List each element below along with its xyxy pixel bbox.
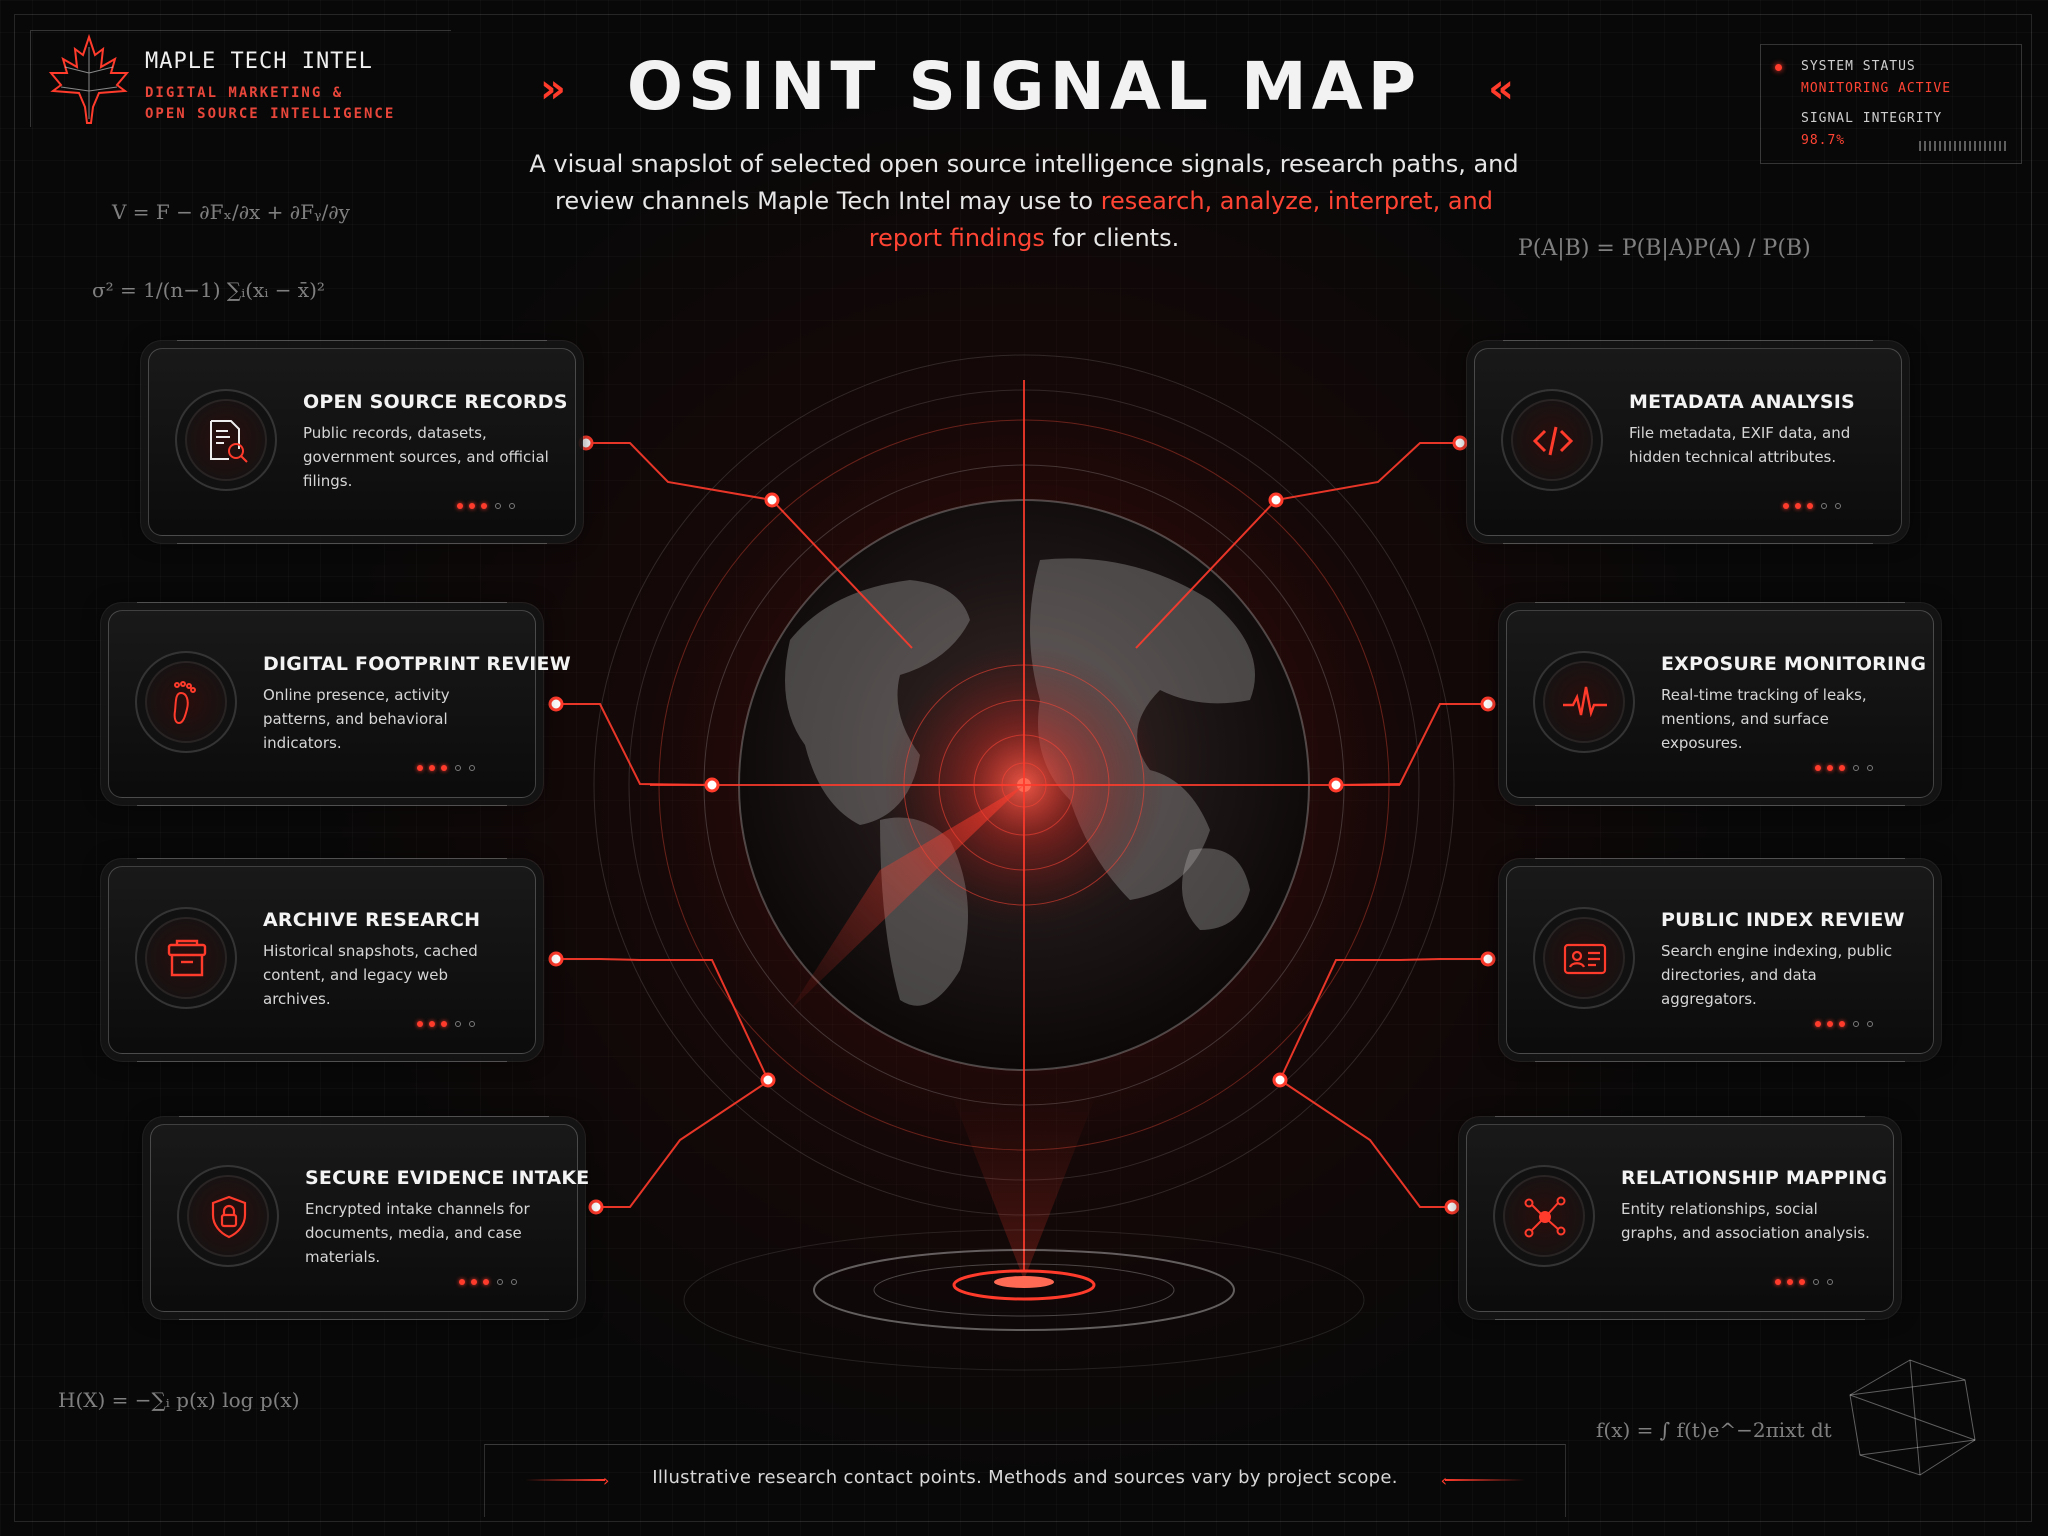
card-title: PUBLIC INDEX REVIEW (1661, 909, 1905, 931)
card-title: DIGITAL FOOTPRINT REVIEW (263, 653, 571, 675)
card-title: SECURE EVIDENCE INTAKE (305, 1167, 590, 1189)
card-progress-dots (417, 765, 479, 773)
wireframe-polyhedron (1849, 1359, 1976, 1476)
brand-tagline-line-1: DIGITAL MARKETING & (145, 85, 344, 101)
footer-line-left (525, 1479, 605, 1481)
card-progress-dots (1775, 1279, 1837, 1287)
card-description: Public records, datasets, government sou… (303, 424, 549, 490)
card-title: METADATA ANALYSIS (1629, 391, 1855, 413)
chevron-right-icon: › (603, 1471, 610, 1490)
brand-block: MAPLE TECH INTEL DIGITAL MARKETING & OPE… (30, 30, 451, 127)
footer-line-right (1445, 1479, 1525, 1481)
document-search-icon (210, 420, 248, 463)
card-progress-dots (457, 503, 519, 511)
id-card-icon (1563, 943, 1607, 975)
brand-tagline: DIGITAL MARKETING & OPEN SOURCE INTELLIG… (145, 83, 395, 125)
math-equation: f(x) = ∫ f(t)e^−2πixt dt (1596, 1418, 1832, 1442)
card-metadata-analysis[interactable]: METADATA ANALYSIS File metadata, EXIF da… (1474, 340, 1902, 544)
connector-nodes (548, 435, 1496, 1215)
card-exposure-monitoring[interactable]: EXPOSURE MONITORING Real-time tracking o… (1506, 602, 1934, 806)
card-title: ARCHIVE RESEARCH (263, 909, 481, 931)
card-icon-ring (135, 907, 237, 1009)
card-icon-ring (1493, 1165, 1595, 1267)
network-graph-icon (1524, 1196, 1566, 1238)
projector-base (683, 1229, 1365, 1371)
card-secure-evidence-intake[interactable]: SECURE EVIDENCE INTAKE Encrypted intake … (150, 1116, 589, 1320)
math-equation: P(A|B) = P(B|A)P(A) / P(B) (1518, 236, 1811, 261)
card-icon-ring (175, 389, 277, 491)
status-indicator-dot (1775, 64, 1782, 71)
archive-box-icon (167, 939, 207, 977)
card-digital-footprint-review[interactable]: DIGITAL FOOTPRINT REVIEW Online presence… (108, 602, 571, 806)
card-description: Entity relationships, social graphs, and… (1621, 1200, 1870, 1242)
outer-frame (14, 14, 2032, 1522)
card-progress-dots (1815, 765, 1877, 773)
card-icon-ring (177, 1165, 279, 1267)
card-description: Search engine indexing, public directori… (1661, 942, 1893, 1008)
math-equation: σ² = 1/(n−1) ∑ᵢ(xᵢ − x̄)² (92, 278, 325, 302)
status-label: SYSTEM STATUS (1801, 59, 1916, 74)
system-status-panel: SYSTEM STATUS MONITORING ACTIVE SIGNAL I… (1760, 44, 2022, 164)
math-equation: V = F − ∂Fₓ/∂x + ∂Fᵧ/∂y (112, 200, 350, 224)
card-icon-ring (1501, 389, 1603, 491)
card-description: Online presence, activity patterns, and … (263, 686, 450, 752)
brand-tagline-line-2: OPEN SOURCE INTELLIGENCE (145, 106, 396, 122)
page-title: OSINT SIGNAL MAP (626, 48, 1422, 125)
footer-note: Illustrative research contact points. Me… (652, 1467, 1398, 1488)
subtitle-highlight: research, analyze, interpret, and report… (868, 187, 1493, 252)
card-description: File metadata, EXIF data, and hidden tec… (1629, 424, 1851, 466)
code-brackets-icon (1532, 426, 1574, 456)
maple-leaf-icon (48, 33, 130, 124)
card-icon-ring (135, 651, 237, 753)
signal-integrity-value: 98.7% (1801, 133, 1846, 148)
subtitle-text-end: for clients. (1044, 224, 1180, 252)
card-relationship-mapping[interactable]: RELATIONSHIP MAPPING Entity relationship… (1466, 1116, 1894, 1320)
card-icon-ring (1533, 907, 1635, 1009)
card-description: Historical snapshots, cached content, an… (263, 942, 478, 1008)
connector-lines (556, 442, 1488, 1208)
shield-lock-icon (211, 1195, 247, 1239)
signal-integrity-label: SIGNAL INTEGRITY (1801, 111, 1943, 126)
card-icon-ring (1533, 651, 1635, 753)
signal-bars (1919, 141, 2009, 151)
card-title: EXPOSURE MONITORING (1661, 653, 1927, 675)
subtitle-text: A visual snapslot of selected open sourc… (529, 150, 1519, 215)
chevron-left-icon: ‹ (1440, 1471, 1447, 1490)
card-progress-dots (1783, 503, 1845, 511)
math-equation: H(X) = −∑ᵢ p(x) log p(x) (58, 1388, 300, 1412)
card-progress-dots (459, 1279, 521, 1287)
footprint-icon (173, 681, 196, 725)
page-header: » OSINT SIGNAL MAP « (540, 48, 1514, 138)
card-archive-research[interactable]: ARCHIVE RESEARCH Historical snapshots, c… (108, 858, 536, 1062)
status-value: MONITORING ACTIVE (1801, 81, 1952, 96)
card-progress-dots (1815, 1021, 1877, 1029)
page-subtitle: A visual snapslot of selected open sourc… (524, 146, 1524, 257)
chevron-left-icon: « (1488, 66, 1514, 112)
card-description: Real-time tracking of leaks, mentions, a… (1661, 686, 1867, 752)
card-title: OPEN SOURCE RECORDS (303, 391, 568, 413)
card-public-index-review[interactable]: PUBLIC INDEX REVIEW Search engine indexi… (1506, 858, 1934, 1062)
pulse-wave-icon (1563, 686, 1607, 718)
card-progress-dots (417, 1021, 479, 1029)
card-open-source-records[interactable]: OPEN SOURCE RECORDS Public records, data… (148, 340, 576, 544)
brand-name: MAPLE TECH INTEL (145, 49, 373, 74)
card-description: Encrypted intake channels for documents,… (305, 1200, 530, 1266)
footer-note-bar: › Illustrative research contact points. … (484, 1444, 1566, 1517)
card-title: RELATIONSHIP MAPPING (1621, 1167, 1888, 1189)
